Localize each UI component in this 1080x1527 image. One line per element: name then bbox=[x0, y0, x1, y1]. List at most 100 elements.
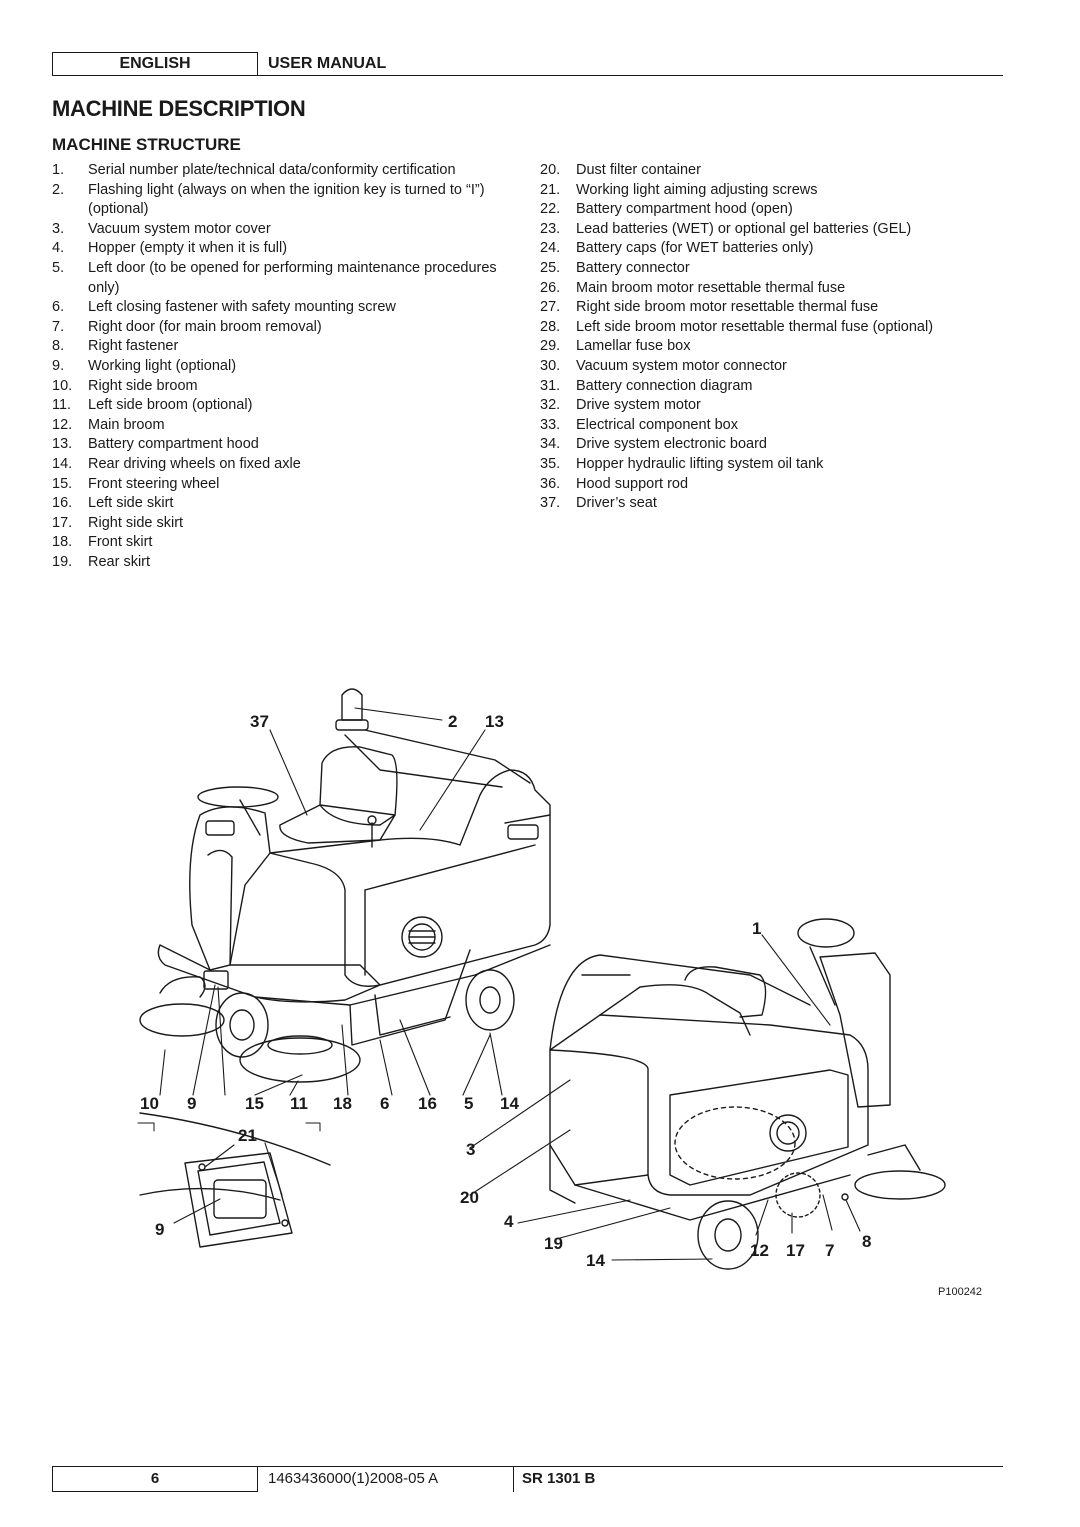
list-item: 22.Battery compartment hood (open) bbox=[540, 200, 990, 220]
callout-16: 16 bbox=[418, 1094, 437, 1113]
working-light-detail-drawing bbox=[137, 1112, 331, 1248]
list-item: 24. Battery caps (for WET batteries only) bbox=[540, 239, 990, 259]
item-text: Battery connector bbox=[576, 259, 690, 276]
machine-front-view-drawing bbox=[139, 688, 551, 1083]
list-item: 20. Dust filter container bbox=[540, 161, 990, 181]
list-item: 11.Left side broom (optional) bbox=[52, 396, 522, 416]
item-number: 5. bbox=[52, 259, 65, 276]
item-number: 28. bbox=[540, 318, 561, 335]
item-number: 23. bbox=[540, 220, 561, 237]
item-text: Electrical component box bbox=[576, 416, 738, 433]
item-text: Main broom motor resettable thermal fuse bbox=[576, 279, 846, 296]
list-item: 34.Drive system electronic board bbox=[540, 435, 990, 455]
item-text: Hood support rod bbox=[576, 475, 689, 492]
callout-7: 7 bbox=[825, 1241, 834, 1260]
callout-1: 1 bbox=[752, 919, 761, 938]
item-text: Front skirt bbox=[88, 534, 153, 551]
callout-14-top: 14 bbox=[500, 1094, 519, 1113]
item-text: Right fastener bbox=[88, 338, 179, 355]
item-number: 31. bbox=[540, 377, 561, 394]
item-number: 35. bbox=[540, 455, 561, 472]
figure-reference-code: P100242 bbox=[938, 1286, 982, 1298]
parts-list-left: 1. Serial number plate/technical data/con… bbox=[52, 161, 522, 572]
language-label: ENGLISH bbox=[52, 52, 258, 76]
item-number: 25. bbox=[540, 259, 561, 276]
doc-type-label: USER MANUAL bbox=[268, 55, 387, 72]
list-item: 36. Hood support rod bbox=[540, 475, 990, 495]
footer-separator bbox=[513, 1466, 514, 1492]
item-text: Battery connection diagram bbox=[576, 377, 753, 394]
item-number: 14. bbox=[52, 455, 73, 472]
list-item: 28. Left side broom motor resettable ther… bbox=[540, 318, 990, 338]
list-item: 13.Battery compartment hood bbox=[52, 435, 522, 455]
callout-19: 19 bbox=[544, 1234, 563, 1253]
list-item: 16.Left side skirt bbox=[52, 494, 522, 514]
item-number: 18. bbox=[52, 534, 73, 551]
callout-11: 11 bbox=[290, 1094, 308, 1113]
list-item: 5. Left door (to be opened for performing… bbox=[52, 259, 522, 298]
item-text: Dust filter container bbox=[576, 162, 701, 178]
list-item: 2.Flashing light (always on when the ign… bbox=[52, 181, 522, 220]
list-item: 12.Main broom bbox=[52, 416, 522, 436]
item-text: Serial number plate/technical data/confo… bbox=[88, 162, 456, 178]
item-text: Right door (for main broom removal) bbox=[88, 318, 322, 335]
list-item: 15. Front steering wheel bbox=[52, 475, 522, 495]
list-item: 26. Main broom motor resettable thermal f… bbox=[540, 279, 990, 299]
callout-18: 18 bbox=[333, 1094, 352, 1113]
list-item: 37.Driver’s seat bbox=[540, 494, 990, 514]
item-number: 8. bbox=[52, 338, 65, 355]
list-item: 8. Right fastener bbox=[52, 337, 522, 357]
item-number: 27. bbox=[540, 299, 561, 316]
item-number: 36. bbox=[540, 475, 561, 492]
item-number: 29. bbox=[540, 338, 561, 355]
callout-12: 12 bbox=[750, 1241, 769, 1260]
callout-9-top: 9 bbox=[187, 1094, 196, 1113]
item-text: Left door (to be opened for performing m… bbox=[88, 259, 497, 296]
list-item: 33. Electrical component box bbox=[540, 416, 990, 436]
list-item: 30.Vacuum system motor connector bbox=[540, 357, 990, 377]
callout-13: 13 bbox=[485, 712, 504, 731]
callout-4: 4 bbox=[504, 1212, 514, 1231]
item-text: Rear driving wheels on fixed axle bbox=[88, 455, 301, 472]
item-number: 6. bbox=[52, 299, 65, 316]
parts-list-right: 20.Dust filter container 21.Working ligh… bbox=[540, 161, 990, 514]
item-text: Hopper hydraulic lifting system oil tank bbox=[576, 455, 824, 472]
list-item: 27.Right side broom motor resettable the… bbox=[540, 298, 990, 318]
list-item: 29.Lamellar fuse box bbox=[540, 337, 990, 357]
item-text: Right side broom bbox=[88, 377, 198, 394]
item-text: Left side broom motor resettable thermal… bbox=[576, 318, 934, 335]
callout-5: 5 bbox=[464, 1094, 473, 1113]
item-number: 1. bbox=[52, 162, 65, 178]
item-number: 15. bbox=[52, 475, 73, 492]
list-item: 10.Right side broom bbox=[52, 377, 522, 397]
page-number: 6 bbox=[52, 1466, 258, 1492]
item-text: Vacuum system motor cover bbox=[88, 220, 271, 237]
item-number: 33. bbox=[540, 416, 561, 433]
item-number: 17. bbox=[52, 514, 73, 531]
callout-20: 20 bbox=[460, 1188, 479, 1207]
header-rule bbox=[256, 75, 1003, 76]
list-item: 32.Drive system motor bbox=[540, 396, 990, 416]
callout-2: 2 bbox=[448, 712, 457, 731]
item-text: Drive system electronic board bbox=[576, 436, 767, 453]
machine-structure-diagram: 37 2 13 1 10 9 15 11 18 6 16 5 14 21 3 2… bbox=[137, 688, 982, 1298]
model-name: SR 1301 B bbox=[522, 1470, 596, 1487]
item-number: 20. bbox=[540, 162, 561, 178]
list-item: 1. Serial number plate/technical data/con… bbox=[52, 161, 522, 181]
item-number: 7. bbox=[52, 318, 65, 335]
list-item: 19.Rear skirt bbox=[52, 553, 522, 573]
callout-3: 3 bbox=[466, 1140, 475, 1159]
item-text: Battery caps (for WET batteries only) bbox=[576, 240, 814, 257]
item-number: 2. bbox=[52, 181, 65, 198]
item-text: Drive system motor bbox=[576, 397, 701, 414]
list-item: 35. Hopper hydraulic lifting system oil t… bbox=[540, 455, 990, 475]
item-number: 24. bbox=[540, 240, 561, 257]
item-text: Right side skirt bbox=[88, 514, 184, 531]
list-item: 9.Working light (optional) bbox=[52, 357, 522, 377]
list-item: 3.Vacuum system motor cover bbox=[52, 220, 522, 240]
item-text: Front steering wheel bbox=[88, 475, 220, 492]
item-text: Main broom bbox=[88, 416, 165, 433]
item-text: Rear skirt bbox=[88, 553, 151, 570]
item-number: 26. bbox=[540, 279, 561, 296]
callout-6: 6 bbox=[380, 1094, 389, 1113]
